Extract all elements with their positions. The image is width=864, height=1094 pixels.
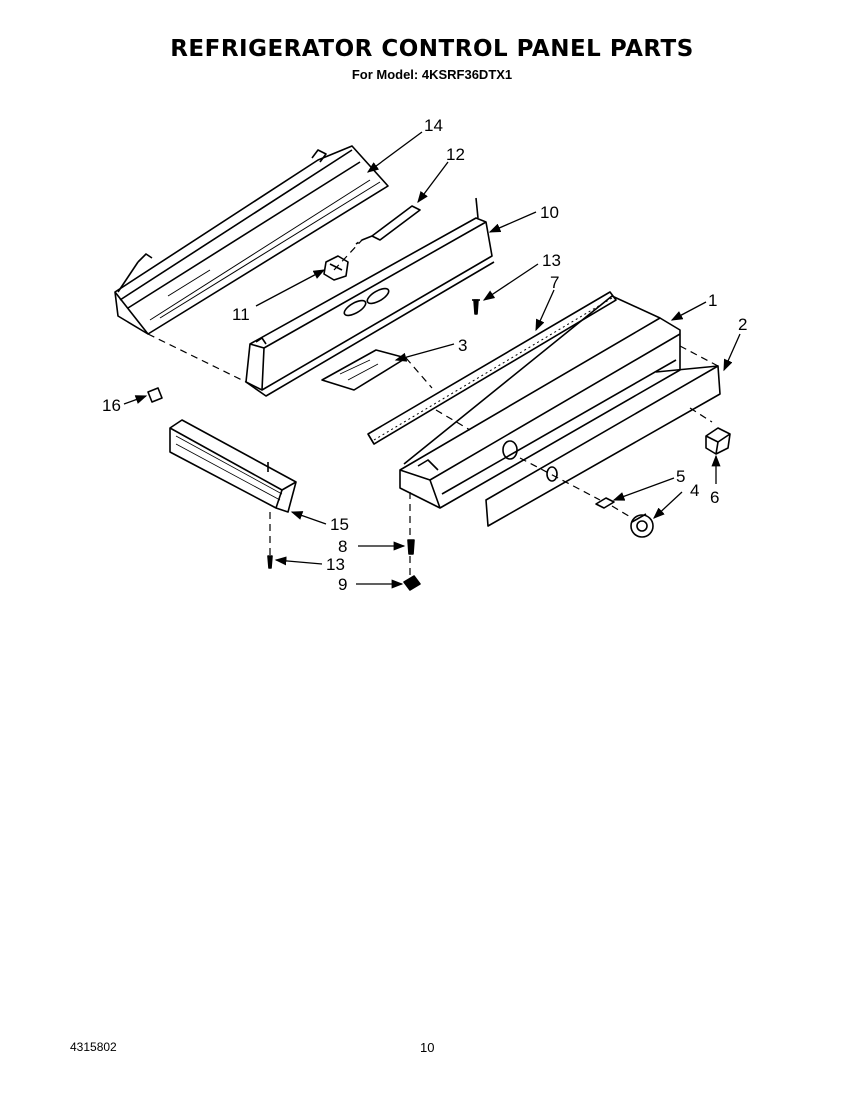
callout-3: 3 [458,336,467,355]
part-4-knob [630,513,654,538]
part-16-clip [147,387,163,403]
callout-4: 4 [690,481,699,500]
part-13-screw-lower [267,555,273,569]
page-number: 10 [420,1040,435,1055]
callout-13-upper: 13 [542,251,561,270]
callout-1: 1 [708,291,717,310]
part-5-clip [595,497,615,509]
assembly-lines [147,239,719,576]
part-15-lower-trim [169,419,297,513]
callout-7: 7 [550,273,559,292]
part-12-rod [355,205,421,245]
page-title: REFRIGERATOR CONTROL PANEL PARTS [170,36,694,62]
model-subtitle: For Model: 4KSRF36DTX1 [351,67,513,82]
callout-8: 8 [338,537,347,556]
callout-12: 12 [446,145,465,164]
callout-6: 6 [710,488,719,507]
part-2-front-trim [485,365,721,527]
part-14-trim-channel [114,145,389,335]
callout-14: 14 [424,116,443,135]
document-number: 4315802 [70,1040,117,1054]
part-8-screw [407,539,415,555]
callout-15: 15 [330,515,349,534]
callout-5: 5 [676,467,685,486]
part-7-strip [367,291,617,445]
callout-11: 11 [232,305,250,324]
callout-2: 2 [738,315,747,334]
part-6-switch [705,427,731,455]
callout-10: 10 [540,203,559,222]
part-1-control-housing [399,295,681,509]
callout-9: 9 [338,575,347,594]
callout-13-lower: 13 [326,555,345,574]
part-10-mounting-bracket [245,197,495,397]
callout-16: 16 [102,396,121,415]
part-9-foot [403,575,421,591]
